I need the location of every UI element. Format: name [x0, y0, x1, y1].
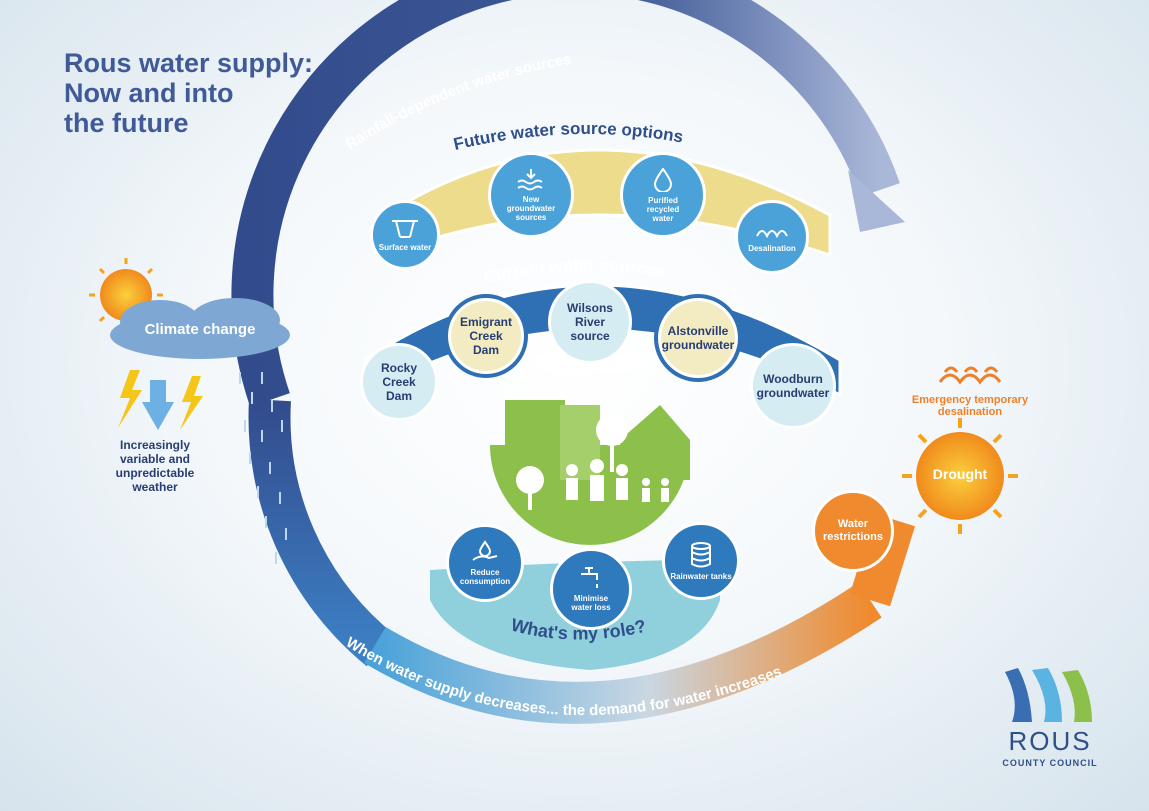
demand-arc: [364, 582, 882, 724]
option-surface-water: Surface water: [370, 200, 440, 270]
climate-change-label: Climate change: [144, 321, 256, 338]
title-line-1: Rous water supply:: [64, 48, 314, 78]
source-label: Rocky Creek Dam: [380, 361, 418, 403]
source-wilsons-river: Wilsons River source: [548, 280, 632, 364]
drought-sun-icon: [902, 418, 1018, 534]
emergency-desalination-label: Emergency temporary desalination: [905, 394, 1035, 418]
option-label: Desalination: [748, 243, 796, 253]
drought-label: Drought: [932, 466, 988, 482]
role-label: Reduce consumption: [459, 568, 511, 586]
weather-line: weather: [132, 480, 178, 494]
source-label: Wilsons River source: [567, 301, 613, 343]
option-label: Surface water: [378, 242, 432, 252]
logo-name: ROUS: [1008, 726, 1092, 756]
source-woodburn-groundwater: Woodburn groundwater: [750, 343, 836, 429]
rain-drops: [239, 372, 287, 564]
source-emigrant-creek-dam: Emigrant Creek Dam: [444, 294, 528, 378]
waves-icon-emergency: [938, 366, 1002, 385]
option-new-groundwater: New groundwater sources: [488, 152, 574, 238]
lightning-icon: [118, 370, 203, 430]
waves-icon: [756, 229, 788, 238]
weather-line: unpredictable: [115, 466, 195, 480]
option-label: New groundwater sources: [506, 194, 556, 222]
emergency-line: desalination: [937, 406, 1003, 418]
rainfall-arc: [231, 0, 900, 407]
tap-icon: [581, 567, 598, 588]
weather-line: Increasingly: [119, 438, 191, 452]
title-line-3: the future: [64, 108, 189, 138]
source-label: Emigrant Creek Dam: [459, 315, 512, 357]
hand-drop-icon: [472, 540, 498, 561]
weather-text: Increasingly variable and unpredictable …: [95, 438, 215, 494]
role-minimise-water-loss: Minimise water loss: [550, 548, 632, 630]
option-purified-recycled: Purified recycled water: [620, 152, 706, 238]
restrictions-line: Water: [837, 518, 869, 530]
option-desalination: Desalination: [735, 200, 809, 274]
role-rainwater-tanks: Rainwater tanks: [662, 522, 740, 600]
tank-icon: [691, 541, 711, 567]
future-options-heading: Future water source options: [452, 119, 685, 154]
dam-icon: [392, 219, 418, 238]
supply-arc-left: [248, 398, 394, 667]
source-label: Alstonville groundwater: [661, 324, 735, 352]
community-illustration: [490, 345, 690, 545]
rous-logo-mark: [1005, 668, 1092, 722]
role-label: Minimise water loss: [571, 594, 611, 612]
cloud-icon: [110, 298, 290, 359]
down-arrow-icon: [142, 380, 174, 430]
source-label: Woodburn groundwater: [756, 372, 830, 400]
title-line-2: Now and into: [64, 78, 234, 108]
water-restrictions-badge: Water restrictions: [812, 490, 894, 572]
groundwater-icon: [517, 168, 543, 190]
water-drop-icon: [653, 167, 673, 192]
source-rocky-creek-dam: Rocky Creek Dam: [360, 343, 438, 421]
rainfall-arc-arrowhead: [848, 170, 905, 232]
restrictions-line: restrictions: [823, 531, 883, 543]
role-reduce-consumption: Reduce consumption: [446, 524, 524, 602]
option-label: Purified recycled water: [646, 195, 680, 223]
emergency-line: Emergency temporary: [911, 394, 1029, 406]
role-label: Rainwater tanks: [670, 571, 732, 581]
logo-sub: COUNTY COUNCIL: [1002, 758, 1098, 768]
page-title: Rous water supply: Now and into the futu…: [64, 48, 394, 138]
weather-line: variable and: [119, 452, 191, 466]
source-alstonville-groundwater: Alstonville groundwater: [654, 294, 742, 382]
